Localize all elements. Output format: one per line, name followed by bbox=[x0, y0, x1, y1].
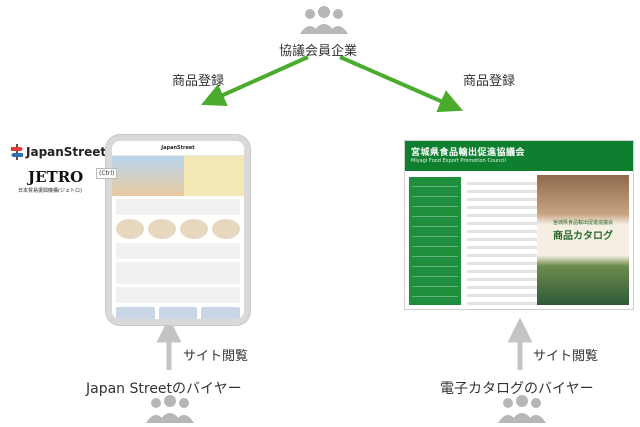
jetro-logo: JETRO bbox=[28, 168, 84, 186]
japanstreet-logo-text: JapanStreet bbox=[26, 145, 107, 159]
catalog-buyer-label: 電子カタログのバイヤー bbox=[440, 381, 594, 397]
japanstreet-tablet-screenshot: JapanStreet bbox=[106, 135, 250, 325]
tablet-header-text: JapanStreet bbox=[161, 145, 195, 151]
people-group-icon-left bbox=[146, 395, 194, 423]
right-view-label: サイト閲覧 bbox=[533, 349, 599, 364]
japanstreet-buyer-label: Japan Streetのバイヤー bbox=[86, 381, 242, 397]
catalog-site-title: 宮城県食品輸出促進協議会 bbox=[411, 148, 526, 158]
left-view-label: サイト閲覧 bbox=[183, 349, 249, 364]
japanstreet-logo: JapanStreet bbox=[10, 144, 106, 160]
catalog-site-header: 宮城県食品輸出促進協議会 Miyagi Food Export Promotio… bbox=[405, 141, 633, 171]
catalog-book-cover: 宮城県食品輸出促進協議会 商品カタログ bbox=[537, 175, 629, 305]
people-group-icon bbox=[300, 6, 348, 34]
search-hint-badge: (Ctrl) bbox=[96, 168, 118, 179]
catalog-site-screenshot: 宮城県食品輸出促進協議会 Miyagi Food Export Promotio… bbox=[404, 140, 634, 310]
catalog-site-subtitle: Miyagi Food Export Promotion Council bbox=[411, 158, 506, 164]
left-register-label: 商品登録 bbox=[172, 74, 225, 89]
arrow-to-japanstreet bbox=[201, 55, 309, 107]
catalog-sidebar bbox=[409, 177, 461, 305]
tablet-header: JapanStreet bbox=[112, 141, 244, 156]
jetro-sub: 日本貿易振興機構(ジェトロ) bbox=[18, 188, 82, 194]
tablet-banner bbox=[112, 156, 244, 196]
member-companies-label: 協議会員企業 bbox=[279, 44, 358, 59]
people-group-icon-right bbox=[498, 395, 546, 423]
catalog-main bbox=[465, 177, 539, 305]
right-register-label: 商品登録 bbox=[463, 74, 516, 89]
signpost-icon bbox=[11, 144, 23, 160]
book-overline: 宮城県食品輸出促進協議会 bbox=[552, 220, 613, 226]
arrow-to-catalog bbox=[339, 55, 463, 113]
book-title: 商品カタログ bbox=[553, 231, 613, 242]
